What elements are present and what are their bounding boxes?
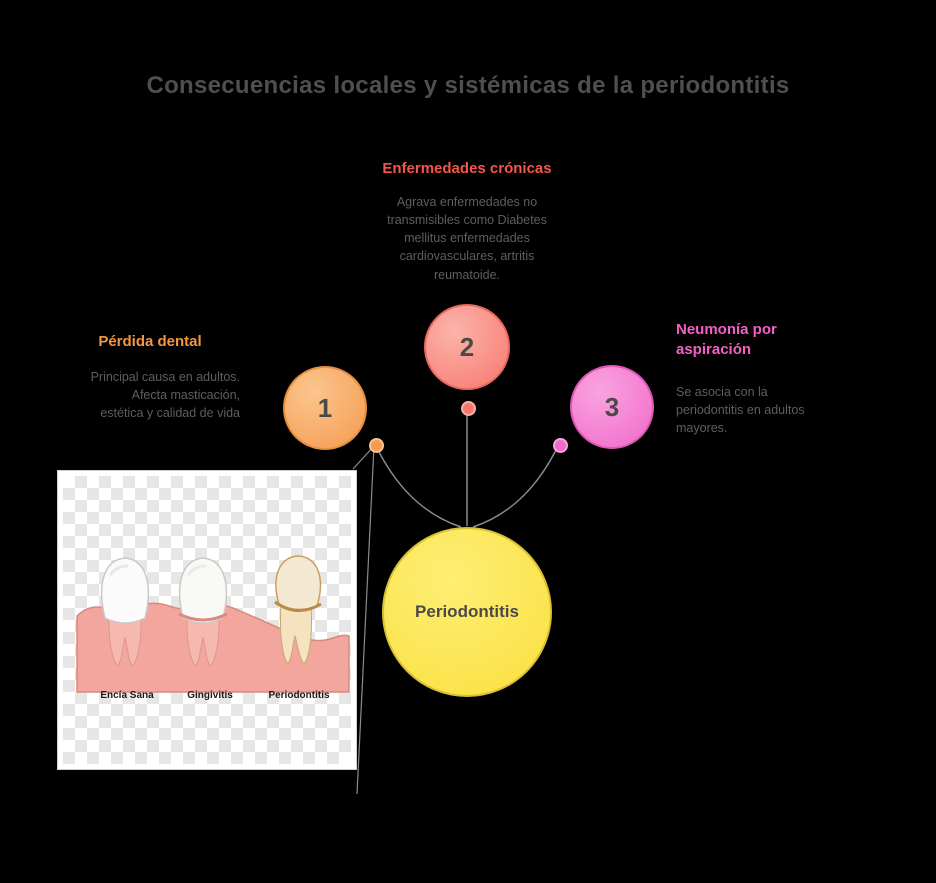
number-3-label: 3 (604, 391, 620, 422)
tooth3-crown (275, 555, 322, 611)
tooth3-exposed-roots (280, 605, 312, 665)
description-enfermedades-cronicas: Agrava enfermedades no transmisibles com… (387, 195, 547, 282)
heading-perdida-dental: Pérdida dental (98, 333, 202, 350)
connector-dot-1 (369, 438, 384, 453)
tartar-line (274, 600, 322, 612)
number-circle-1: 1 (283, 366, 367, 450)
heading-enfermedades-cronicas: Enfermedades crónicas (382, 160, 552, 177)
description-perdida-dental: Principal causa en adultos. Afecta masti… (90, 370, 240, 421)
tooth1-highlight (109, 564, 129, 576)
number-1-label: 1 (317, 392, 333, 423)
transparency-checkerboard: Encía Sana Gingivitis Periodontitis (63, 476, 351, 764)
central-node-periodontitis: Periodontitis (382, 527, 552, 697)
connector-curve-3 (472, 443, 560, 528)
number-circle-2: 2 (424, 304, 510, 390)
heading-neumonia-aspiracion: Neumonía por aspiración (676, 321, 777, 359)
central-node-label: Periodontitis (415, 602, 519, 621)
connector-curve-1 (374, 443, 462, 528)
connector-dot-2 (461, 401, 476, 416)
connector-dot-3 (553, 438, 568, 453)
tooth2-roots (186, 613, 220, 667)
tooth-stages-image: Encía Sana Gingivitis Periodontitis (57, 470, 357, 770)
tooth2-highlight (187, 564, 207, 576)
tooth1-crown (100, 557, 150, 624)
callout-line-bottom (356, 445, 375, 795)
page-title: Consecuencias locales y sistémicas de la… (146, 72, 790, 99)
description-neumonia-aspiracion: Se asocia con la periodontitis en adulto… (676, 385, 805, 436)
stage-label-gingivitis: Gingivitis (187, 690, 233, 701)
stage-label-encia-sana: Encía Sana (100, 690, 154, 701)
number-2-label: 2 (459, 331, 475, 362)
inflamed-gumline (178, 612, 228, 622)
stage-label-periodontitis: Periodontitis (268, 690, 330, 701)
number-circle-3: 3 (570, 365, 654, 449)
tooth2-crown (178, 557, 228, 624)
tooth1-roots (108, 613, 142, 667)
teeth-illustration (76, 555, 350, 693)
